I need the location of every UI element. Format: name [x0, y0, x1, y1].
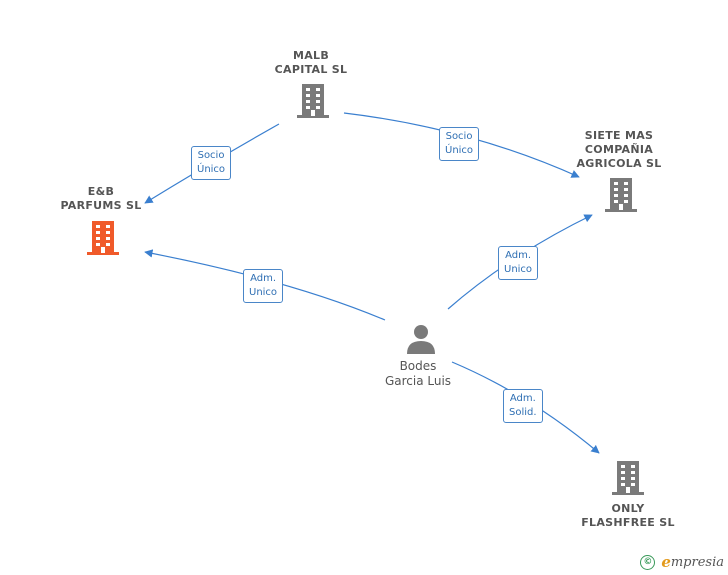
node-label-bodes[interactable]: Bodes Garcia Luis	[384, 359, 452, 388]
building-icon[interactable]	[612, 461, 644, 495]
edge-label-malb-siete: Socio Único	[439, 127, 480, 161]
node-label-siete[interactable]: SIETE MAS COMPAÑIA AGRICOLA SL	[576, 129, 662, 170]
node-label-eb[interactable]: E&B PARFUMS SL	[60, 185, 142, 212]
person-icon[interactable]	[405, 324, 437, 354]
node-label-only[interactable]: ONLY FLASHFREE SL	[581, 502, 675, 529]
edge-label-bodes-eb: Adm. Unico	[243, 269, 284, 303]
brand-logo-text: mpresia	[670, 554, 724, 570]
edge-label-bodes-only: Adm. Solid.	[503, 389, 543, 423]
edge-label-bodes-siete: Adm. Unico	[498, 246, 539, 280]
brand-logo-initial: e	[661, 553, 671, 571]
building-icon[interactable]	[605, 178, 637, 212]
building-icon[interactable]	[297, 84, 329, 118]
copyright-icon: ©	[640, 554, 656, 570]
building-icon[interactable]	[87, 221, 119, 255]
brand-footer: © e mpresia	[640, 553, 724, 571]
edge-label-malb-eb: Socio Único	[191, 146, 232, 180]
node-label-malb[interactable]: MALB CAPITAL SL	[274, 49, 348, 76]
